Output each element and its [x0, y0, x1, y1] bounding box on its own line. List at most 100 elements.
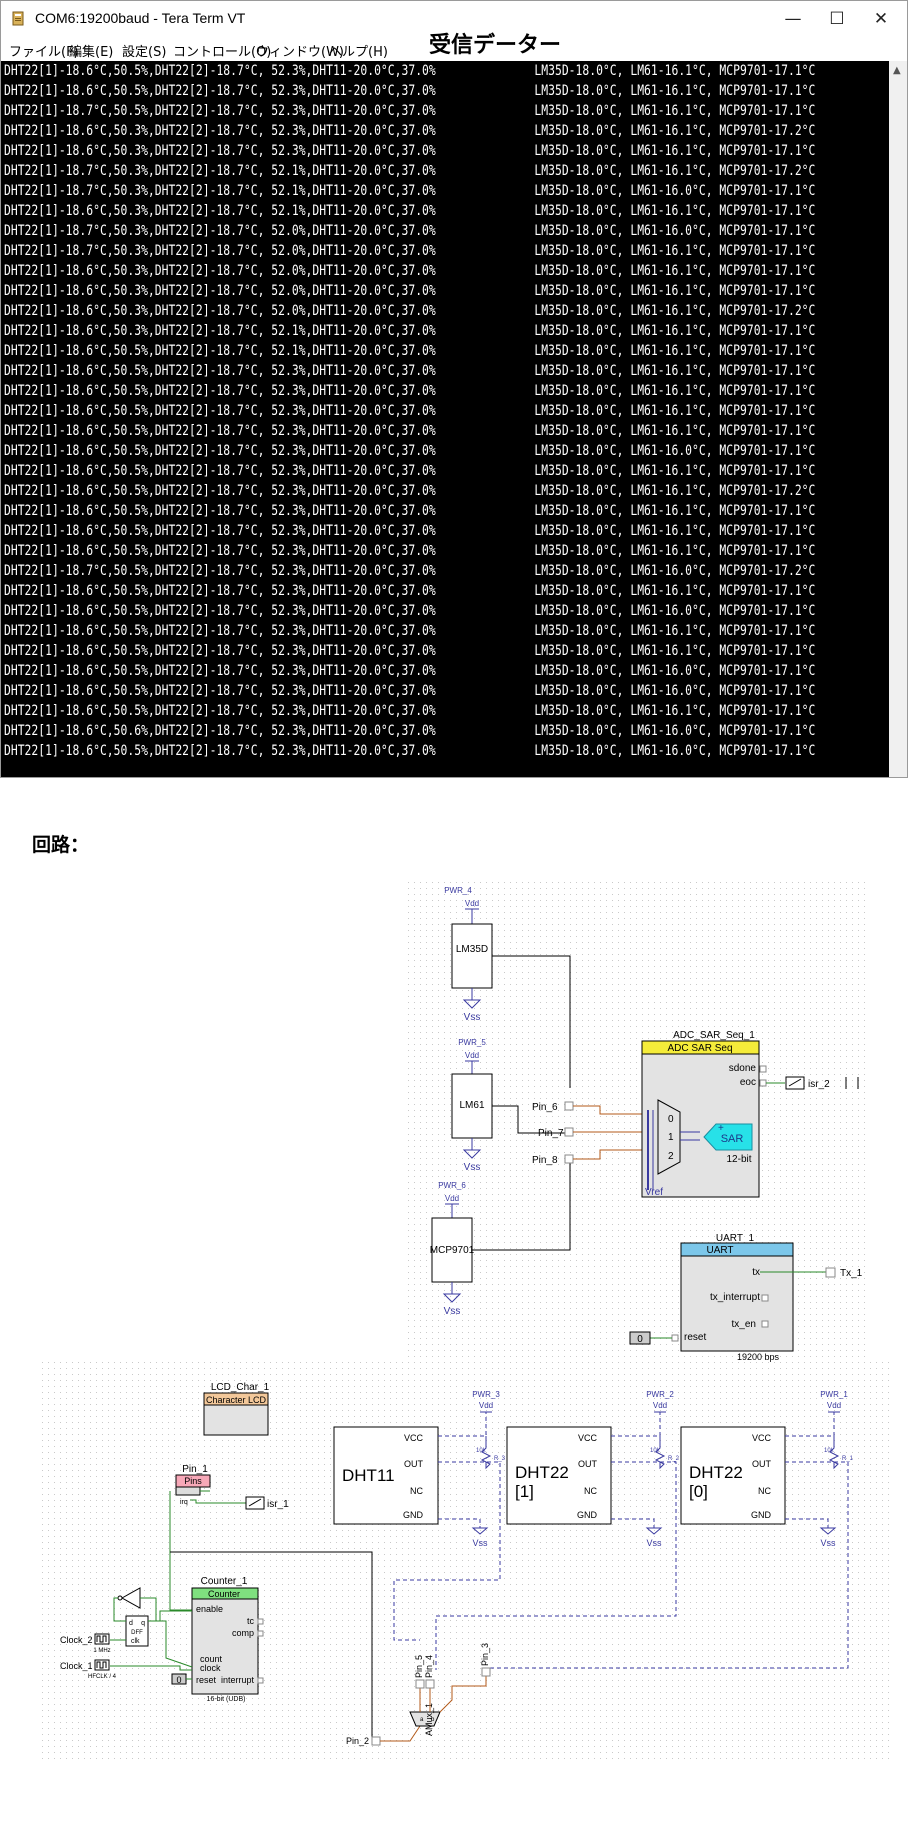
terminal-line-humidity: DHT22[1]-18.6°C,50.5%,DHT22[2]-18.7°C, 5… — [4, 642, 436, 659]
pwr2-label: PWR_2 — [646, 1390, 674, 1399]
maximize-button[interactable]: ☐ — [829, 9, 845, 29]
terminal-line: DHT22[1]-18.6°C,50.5%,DHT22[2]-18.7°C, 5… — [4, 401, 815, 421]
dht11-component[interactable] — [333, 1426, 439, 1525]
terminal-line-temperature: LM35D-18.0°C, LM61-16.1°C, MCP9701-17.2°… — [534, 482, 816, 499]
sar-shape — [703, 1123, 753, 1151]
terminal-line-temperature: LM35D-18.0°C, LM61-16.1°C, MCP9701-17.1°… — [534, 382, 816, 399]
clock1-frequency: HFCLK / 4 — [88, 1674, 117, 1680]
terminal-line-humidity: DHT22[1]-18.7°C,50.3%,DHT22[2]-18.7°C, 5… — [4, 242, 436, 259]
pin7-terminal[interactable] — [564, 1127, 574, 1137]
terminal-line: DHT22[1]-18.6°C,50.5%,DHT22[2]-18.7°C, 5… — [4, 341, 815, 361]
terminal-line: DHT22[1]-18.6°C,50.3%,DHT22[2]-18.7°C, 5… — [4, 281, 815, 301]
dht22-1-component[interactable] — [506, 1426, 612, 1525]
teraterm-app-icon — [12, 11, 24, 26]
mcp9701-component[interactable] — [431, 1217, 473, 1283]
dht22-0-component[interactable] — [680, 1426, 786, 1525]
terminal-line-temperature: LM35D-18.0°C, LM61-16.1°C, MCP9701-17.1°… — [534, 582, 816, 599]
vss-label-6: Vss — [820, 1538, 836, 1548]
menu-edit[interactable]: 編集(E) — [69, 45, 114, 60]
dht22-1-out-pin: OUT — [578, 1459, 598, 1469]
minimize-button[interactable]: — — [784, 9, 802, 29]
pin5-terminal[interactable] — [415, 1679, 425, 1689]
dht11-nc-pin: NC — [410, 1486, 423, 1496]
terminal-line-humidity: DHT22[1]-18.6°C,50.3%,DHT22[2]-18.7°C, 5… — [4, 302, 436, 319]
teraterm-window: COM6:19200baud - Tera Term VT — ☐ ✕ ファイル… — [0, 0, 908, 778]
uart-block[interactable] — [680, 1242, 794, 1352]
counter-count-port: count — [200, 1654, 223, 1664]
title-bar[interactable]: COM6:19200baud - Tera Term VT — ☐ ✕ — [1, 1, 907, 37]
terminal-line-temperature: LM35D-18.0°C, LM61-16.1°C, MCP9701-17.2°… — [534, 162, 816, 179]
close-button[interactable]: ✕ — [873, 9, 889, 29]
pin2-label: Pin_2 — [346, 1736, 369, 1746]
adc-eoc-port: eoc — [740, 1077, 756, 1088]
terminal-line-temperature: LM35D-18.0°C, LM61-16.1°C, MCP9701-17.1°… — [534, 102, 816, 119]
counter-header: Counter — [208, 1589, 240, 1599]
vertical-scrollbar[interactable]: ▲ — [889, 61, 907, 777]
terminal-line: DHT22[1]-18.7°C,50.5%,DHT22[2]-18.7°C, 5… — [4, 101, 815, 121]
menu-file[interactable]: ファイル(F) — [9, 45, 79, 60]
adc-ch0: 0 — [668, 1114, 674, 1125]
terminal-output[interactable]: DHT22[1]-18.6°C,50.5%,DHT22[2]-18.7°C, 5… — [1, 61, 889, 777]
terminal-line: DHT22[1]-18.7°C,50.3%,DHT22[2]-18.7°C, 5… — [4, 221, 815, 241]
clock2-label: Clock_2 — [60, 1635, 93, 1645]
terminal-line: DHT22[1]-18.6°C,50.5%,DHT22[2]-18.7°C, 5… — [4, 641, 815, 661]
clock2-component[interactable] — [94, 1633, 110, 1645]
lcd-instance-name: LCD_Char_1 — [211, 1382, 270, 1393]
vss-label-5: Vss — [646, 1538, 662, 1548]
pin7-label: Pin_7 — [538, 1128, 564, 1139]
terminal-line-humidity: DHT22[1]-18.6°C,50.5%,DHT22[2]-18.7°C, 5… — [4, 502, 436, 519]
menu-help[interactable]: ヘルプ(H) — [329, 45, 388, 60]
pin4-terminal[interactable] — [425, 1679, 435, 1689]
adc-bits-label: 12-bit — [726, 1154, 751, 1165]
pin8-terminal[interactable] — [564, 1154, 574, 1164]
counter-type-label: 16-bit (UDB) — [207, 1696, 246, 1703]
terminal-line: DHT22[1]-18.6°C,50.5%,DHT22[2]-18.7°C, 5… — [4, 521, 815, 541]
pin2-terminal[interactable] — [371, 1736, 381, 1746]
terminal-line-humidity: DHT22[1]-18.6°C,50.5%,DHT22[2]-18.7°C, 5… — [4, 662, 436, 679]
lm35d-component[interactable] — [451, 923, 493, 989]
scroll-up-arrow-icon[interactable]: ▲ — [893, 65, 901, 76]
counter-tc-port: tc — [247, 1616, 255, 1626]
menu-settings[interactable]: 設定(S) — [122, 45, 167, 60]
terminal-line-humidity: DHT22[1]-18.6°C,50.3%,DHT22[2]-18.7°C, 5… — [4, 202, 436, 219]
terminal-line: DHT22[1]-18.6°C,50.5%,DHT22[2]-18.7°C, 5… — [4, 81, 815, 101]
lm61-label: LM61 — [459, 1100, 484, 1111]
clock2-frequency: 1 MHz — [93, 1648, 110, 1654]
dff-label: DFF — [131, 1630, 143, 1636]
terminal-line-humidity: DHT22[1]-18.6°C,50.5%,DHT22[2]-18.7°C, 5… — [4, 362, 436, 379]
dff-clk-port: clk — [131, 1638, 140, 1645]
terminal-line: DHT22[1]-18.6°C,50.5%,DHT22[2]-18.7°C, 5… — [4, 361, 815, 381]
dht11-out-pin: OUT — [404, 1459, 424, 1469]
terminal-line: DHT22[1]-18.6°C,50.5%,DHT22[2]-18.7°C, 5… — [4, 701, 815, 721]
pin4-label: Pin_4 — [424, 1655, 434, 1678]
terminal-line: DHT22[1]-18.6°C,50.5%,DHT22[2]-18.7°C, 5… — [4, 661, 815, 681]
menu-window[interactable]: ウィンドウ(W) — [256, 45, 344, 60]
lm35d-label: LM35D — [456, 944, 488, 955]
counter-block[interactable] — [191, 1587, 259, 1695]
vdd-label-4: Vdd — [479, 1401, 493, 1410]
terminal-line-temperature: LM35D-18.0°C, LM61-16.0°C, MCP9701-17.1°… — [534, 602, 816, 619]
tx1-terminal[interactable] — [825, 1267, 836, 1278]
terminal-line-humidity: DHT22[1]-18.6°C,50.5%,DHT22[2]-18.7°C, 5… — [4, 402, 436, 419]
terminal-line: DHT22[1]-18.6°C,50.5%,DHT22[2]-18.7°C, 5… — [4, 581, 815, 601]
terminal-line-temperature: LM35D-18.0°C, LM61-16.1°C, MCP9701-17.1°… — [534, 342, 816, 359]
lm61-component[interactable] — [451, 1073, 493, 1139]
pin3-terminal[interactable] — [481, 1667, 491, 1677]
terminal-line-temperature: LM35D-18.0°C, LM61-16.1°C, MCP9701-17.1°… — [534, 282, 816, 299]
dff-block[interactable] — [125, 1615, 149, 1647]
terminal-line-temperature: LM35D-18.0°C, LM61-16.1°C, MCP9701-17.1°… — [534, 542, 816, 559]
dht22-0-gnd-pin: GND — [751, 1510, 772, 1520]
terminal-line-temperature: LM35D-18.0°C, LM61-16.0°C, MCP9701-17.1°… — [534, 182, 816, 199]
terminal-line: DHT22[1]-18.6°C,50.3%,DHT22[2]-18.7°C, 5… — [4, 201, 815, 221]
dff-q-port: q — [141, 1620, 145, 1627]
terminal-line-humidity: DHT22[1]-18.6°C,50.3%,DHT22[2]-18.7°C, 5… — [4, 282, 436, 299]
isr2-label: isr_2 — [808, 1079, 830, 1090]
counter-instance-name: Counter_1 — [201, 1576, 248, 1587]
terminal-line: DHT22[1]-18.6°C,50.5%,DHT22[2]-18.7°C, 5… — [4, 741, 815, 761]
pin6-terminal[interactable] — [564, 1101, 574, 1111]
pin8-label: Pin_8 — [532, 1155, 558, 1166]
terminal-line: DHT22[1]-18.7°C,50.3%,DHT22[2]-18.7°C, 5… — [4, 181, 815, 201]
clock1-component[interactable] — [94, 1659, 110, 1671]
terminal-line-humidity: DHT22[1]-18.6°C,50.5%,DHT22[2]-18.7°C, 5… — [4, 522, 436, 539]
menu-control[interactable]: コントロール(O) — [173, 45, 272, 60]
